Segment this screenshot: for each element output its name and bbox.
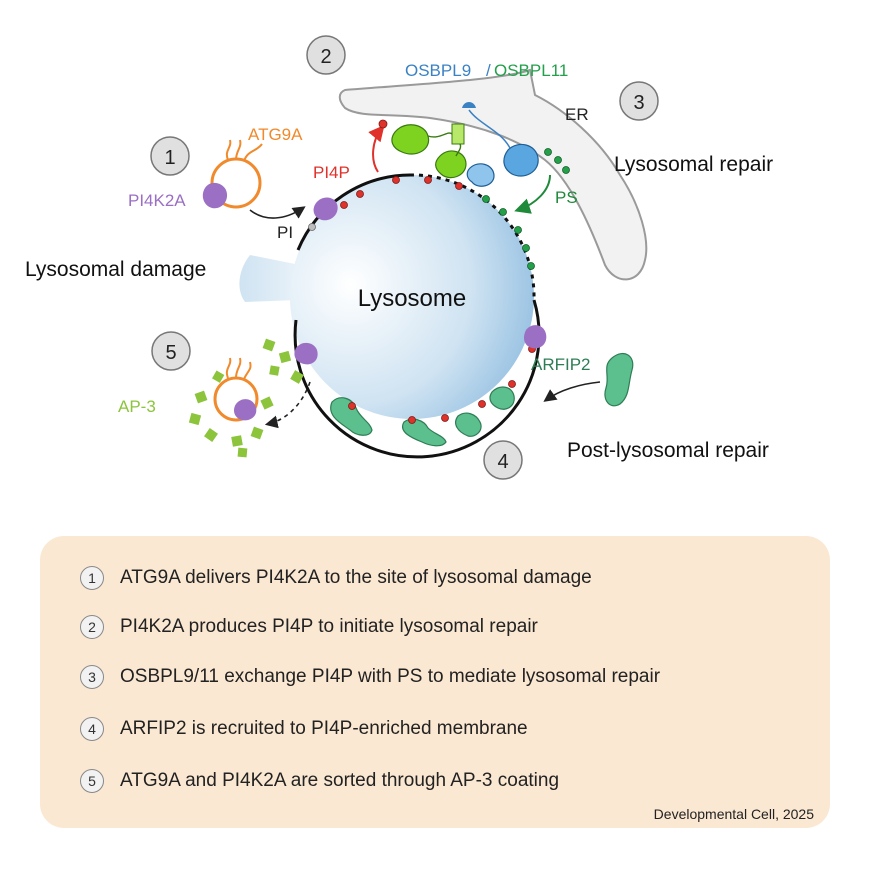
pi4k2a-label: PI4K2A <box>128 191 186 210</box>
step-badge-1: 1 <box>150 136 190 176</box>
ps-label: PS <box>555 188 578 207</box>
step-description: PI4K2A produces PI4P to initiate lysosom… <box>120 616 538 637</box>
step-number-badge: 4 <box>80 717 104 741</box>
step-description: ARFIP2 is recruited to PI4P-enriched mem… <box>120 718 528 739</box>
ps-lipids <box>482 195 535 270</box>
membrane-damage-site <box>239 255 300 302</box>
pi-lipid <box>308 223 316 231</box>
step-number-badge: 2 <box>80 615 104 639</box>
svg-text:3: 3 <box>633 92 644 114</box>
summary-step-3: 3 OSBPL9/11 exchange PI4P with PS to med… <box>80 662 660 692</box>
arfip2-bound <box>330 386 515 447</box>
pi4k2a-protein-lower <box>524 325 547 349</box>
atg9a-label: ATG9A <box>248 125 303 144</box>
step-badge-5: 5 <box>151 331 191 371</box>
step-description: ATG9A delivers PI4K2A to the site of lys… <box>120 567 592 588</box>
summary-step-2: 2 PI4K2A produces PI4P to initiate lysos… <box>80 612 538 642</box>
osbpl11-label: OSBPL11 <box>494 61 568 80</box>
sorting-arrow <box>264 381 311 429</box>
arfip2-label: ARFIP2 <box>531 355 591 374</box>
ap3-coat <box>188 338 304 458</box>
ap3-vesicle <box>213 357 259 422</box>
citation: Developmental Cell, 2025 <box>653 806 814 822</box>
osbpl9-label: OSBPL9 <box>405 61 471 80</box>
osbpl-slash: / <box>486 61 491 80</box>
ap3-label: AP-3 <box>118 397 156 416</box>
step-number-badge: 5 <box>80 769 104 793</box>
step-badge-2: 2 <box>306 35 346 75</box>
ps-transfer-arrow <box>514 174 551 214</box>
delivery-arrow <box>249 206 306 219</box>
er-membrane <box>338 68 648 281</box>
summary-step-5: 5 ATG9A and PI4K2A are sorted through AP… <box>80 766 559 796</box>
lysosome-membrane <box>296 173 411 251</box>
lysosomal-repair-label: Lysosomal repair <box>614 153 773 176</box>
lysosome-membrane-lower <box>293 299 541 459</box>
pi4p-transfer-arrow <box>368 124 385 173</box>
step-badge-4: 4 <box>483 440 523 480</box>
svg-text:2: 2 <box>320 46 331 68</box>
arfip2-recruit-arrow <box>543 381 601 402</box>
step-description: ATG9A and PI4K2A are sorted through AP-3… <box>120 770 560 791</box>
pi4k2a-protein-lysosome <box>313 197 338 221</box>
svg-text:5: 5 <box>165 342 176 364</box>
lysosome-label: Lysosome <box>358 285 467 312</box>
pi4k2a-protein-vesicle <box>202 182 228 209</box>
osbpl11-protein <box>391 123 467 179</box>
pi4k2a-protein-sorting <box>294 342 318 365</box>
lysosomal-damage-label: Lysosomal damage <box>25 258 206 281</box>
step-number-badge: 1 <box>80 566 104 590</box>
pi4p-er-lipid <box>378 119 388 129</box>
step-number-badge: 3 <box>80 665 104 689</box>
svg-text:1: 1 <box>164 147 175 169</box>
arfip2-free <box>604 353 634 407</box>
osbpl9-protein <box>462 102 539 187</box>
pi-label: PI <box>277 223 293 242</box>
er-label: ER <box>565 105 589 124</box>
step-badge-3: 3 <box>619 81 659 121</box>
lysosome-repair-diagram: Lysosome 1 2 3 4 5 ATG9A PI4K2A PI4P PI <box>25 35 773 480</box>
summary-panel <box>40 536 830 828</box>
pi4p-label: PI4P <box>313 163 350 182</box>
lysosome <box>290 175 534 419</box>
summary-step-1: 1 ATG9A delivers PI4K2A to the site of l… <box>80 563 592 593</box>
svg-text:4: 4 <box>497 451 508 473</box>
ps-lipids-er <box>544 148 570 174</box>
summary-step-4: 4 ARFIP2 is recruited to PI4P-enriched m… <box>80 714 528 744</box>
post-lysosomal-repair-label: Post-lysosomal repair <box>567 439 769 462</box>
pi4p-lipids <box>340 176 463 209</box>
step-description: OSBPL9/11 exchange PI4P with PS to media… <box>120 666 661 687</box>
